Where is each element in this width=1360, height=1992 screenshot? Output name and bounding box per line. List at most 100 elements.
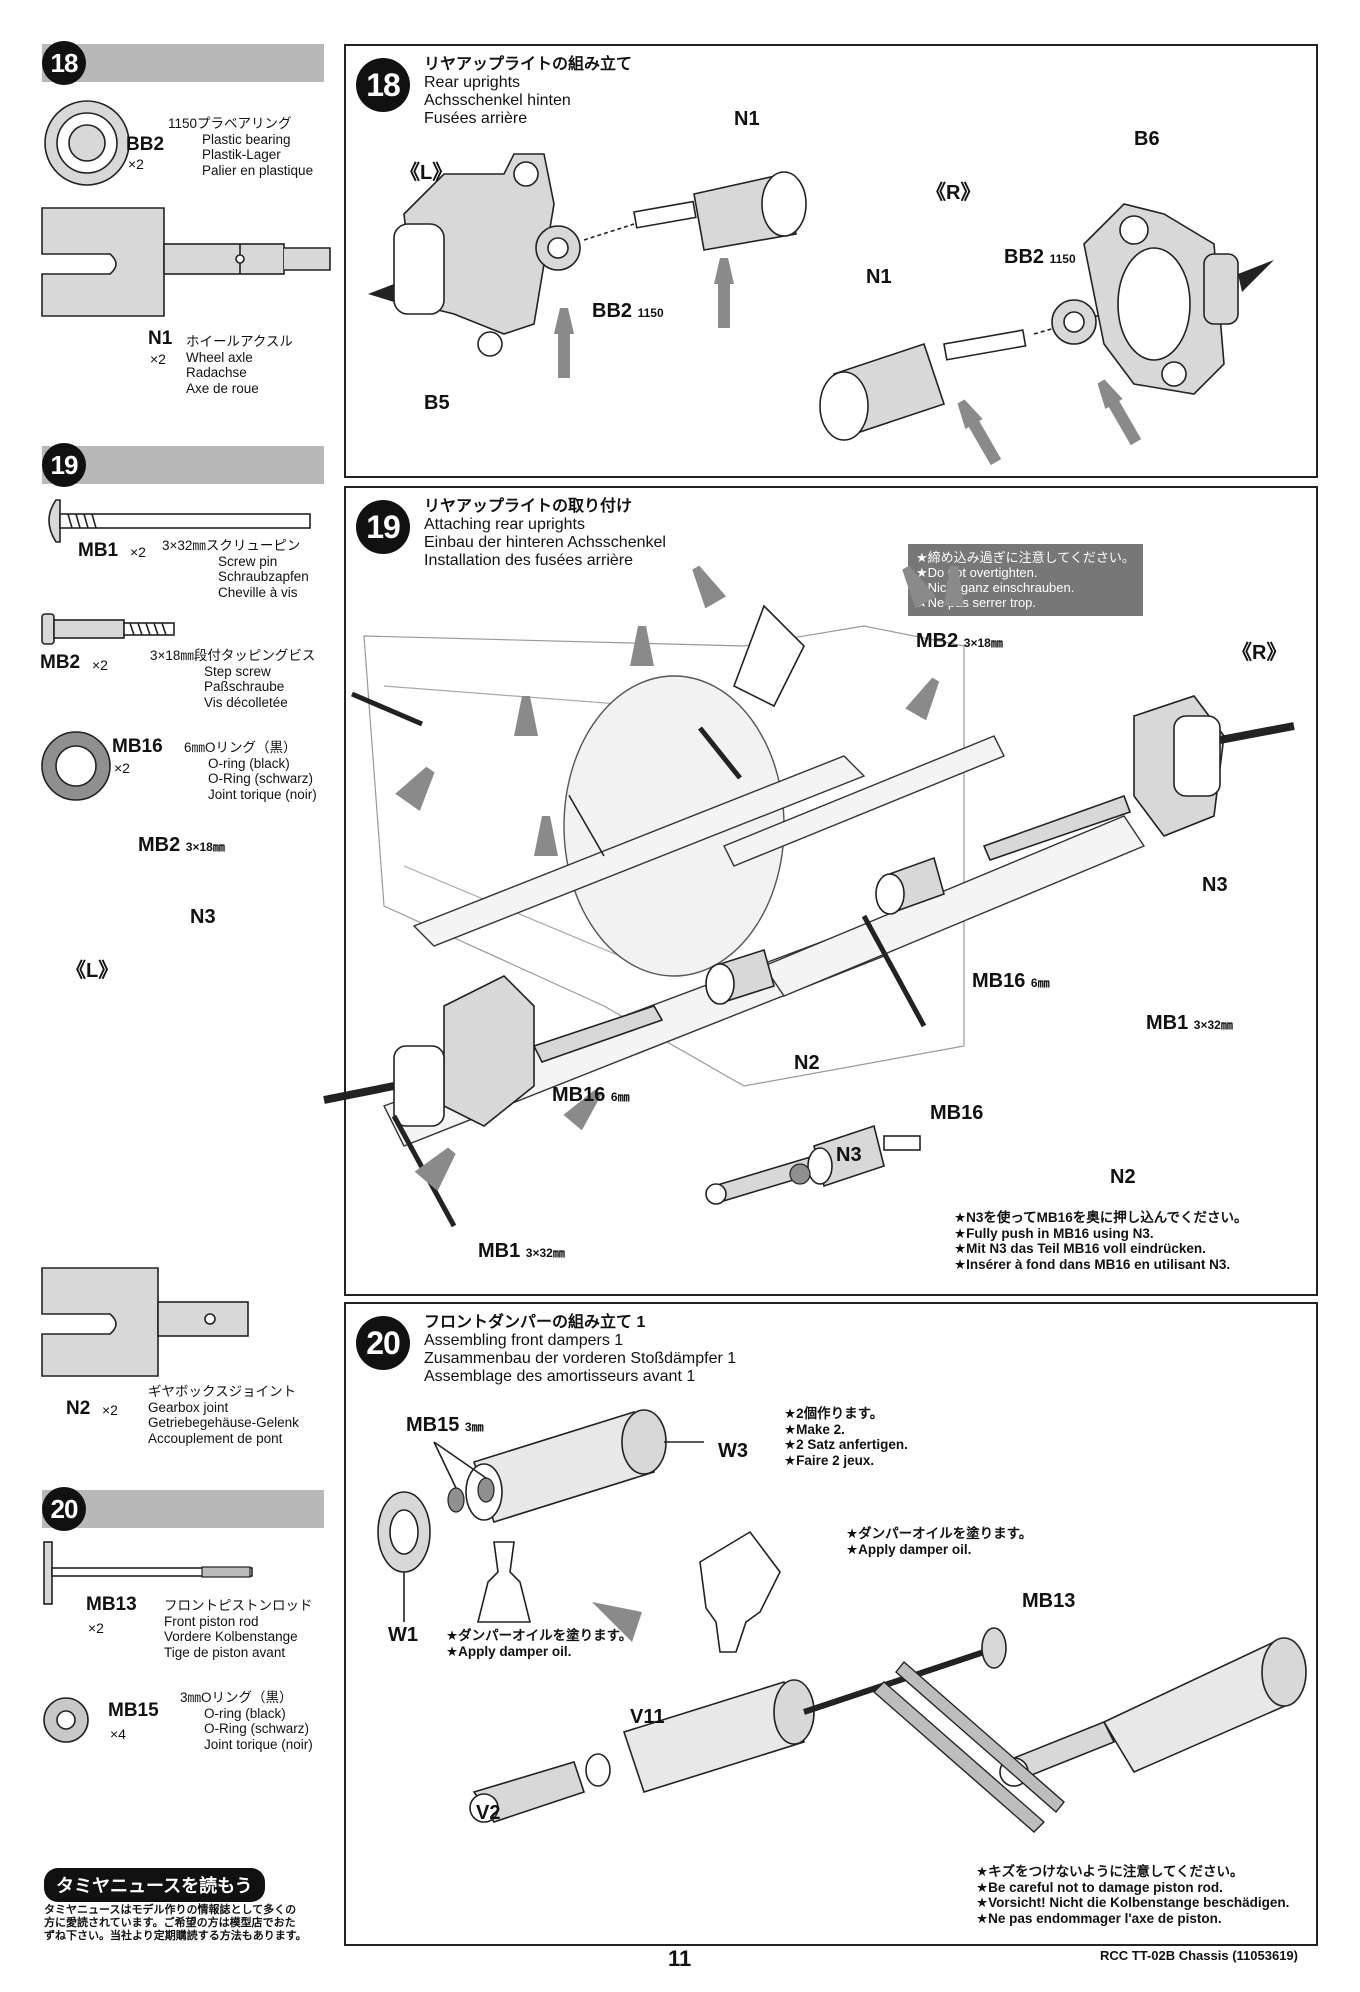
desc-line: 3㎜Oリング（黒）: [180, 1690, 293, 1705]
label-sub: 3×18㎜: [963, 636, 1003, 650]
label-n3-detail: N3: [836, 1144, 862, 1166]
label-sub: 6㎜: [1030, 976, 1050, 990]
warning-line: ★締め込み過ぎに注意してください。: [916, 550, 1135, 565]
note-line: ★Fully push in MB16 using N3.: [954, 1225, 1154, 1241]
label-mb2-left: MB2 3×18㎜: [138, 834, 225, 857]
sidebar-step20-number: 20: [42, 1487, 86, 1531]
panel18-step-number: 18: [356, 58, 410, 112]
part-qty-n2: ×2: [102, 1402, 118, 1418]
label-sub: 3×18㎜: [185, 840, 225, 854]
part-code-n1: N1: [148, 328, 173, 349]
desc-line: Paßschraube: [204, 679, 285, 694]
note-line: ★2個作ります。: [784, 1406, 884, 1421]
o-ring-mb15-illustration: [43, 1697, 89, 1743]
title-line: Einbau der hinteren Achsschenkel: [424, 534, 666, 551]
desc-line: Gearbox joint: [148, 1399, 229, 1415]
oil-note-left: ★ダンパーオイルを塗ります。 ★Apply damper oil.: [446, 1628, 632, 1659]
label-n2-center: N2: [794, 1052, 820, 1074]
part-qty-bb2: ×2: [128, 156, 144, 172]
label-sub: 3×32㎜: [1193, 1018, 1233, 1032]
model-footer: RCC TT-02B Chassis (11053619): [1100, 1948, 1298, 1963]
part-desc-mb2: 3×18㎜段付タッピングビス Step screw Paßschraube Vi…: [150, 648, 315, 710]
desc-line: 6㎜Oリング（黒）: [184, 740, 297, 755]
label-v2: V2: [476, 1802, 501, 1824]
label-right-side: 《R》: [926, 182, 981, 204]
oil-note-top: ★ダンパーオイルを塗ります。 ★Apply damper oil.: [846, 1526, 1032, 1557]
label-n2-detail: N2: [1110, 1166, 1136, 1188]
label-mb16-center: MB16 6㎜: [552, 1084, 630, 1107]
title-line: Assembling front dampers 1: [424, 1332, 624, 1349]
panel19-title: リヤアップライトの取り付け Attaching rear uprights Ei…: [424, 498, 666, 570]
desc-line: Plastik-Lager: [202, 147, 281, 162]
bearing-bb2-illustration: [44, 100, 130, 186]
panel-step20: [344, 1302, 1318, 1946]
part-desc-bb2: 1150プラベアリング Plastic bearing Plastik-Lage…: [168, 116, 313, 178]
part-code-mb1: MB1: [78, 540, 119, 561]
note-line: ★キズをつけないように注意してください。: [976, 1864, 1244, 1879]
note-line: ★Apply damper oil.: [446, 1643, 572, 1659]
label-sub: 1150: [637, 306, 664, 320]
note-line: ★2 Satz anfertigen.: [784, 1437, 908, 1452]
news-line: ずね下さい。当社より定期購読する方法もあります。: [44, 1930, 307, 1942]
label-text: MB2: [138, 834, 181, 856]
label-left-side: 《L》: [400, 162, 453, 184]
title-line: Attaching rear uprights: [424, 516, 585, 533]
label-text: MB15: [406, 1414, 460, 1436]
desc-line: フロントピストンロッド: [164, 1598, 313, 1613]
title-line: Rear uprights: [424, 74, 521, 91]
part-qty-mb13: ×2: [88, 1620, 104, 1636]
label-w3: W3: [718, 1440, 748, 1462]
sidebar-step18-header: [42, 44, 324, 82]
desc-line: 3×32㎜スクリューピン: [162, 538, 301, 553]
label-mb15: MB15 3㎜: [406, 1414, 484, 1437]
label-n1-left: N1: [734, 108, 760, 130]
part-desc-mb13: フロントピストンロッド Front piston rod Vordere Kol…: [164, 1598, 313, 1660]
tamiya-news-text: タミヤニュースはモデル作りの情報誌として多くの 方に愛読されています。ご希望の方…: [44, 1904, 307, 1943]
title-line: Achsschenkel hinten: [424, 92, 571, 109]
label-sub: 1150: [1049, 252, 1076, 266]
label-mb16-detail: MB16: [930, 1102, 984, 1124]
label-text: BB2: [592, 300, 633, 322]
panel18-title: リヤアップライトの組み立て Rear uprights Achsschenkel…: [424, 56, 632, 128]
label-sub: 3㎜: [464, 1420, 484, 1434]
desc-line: O-Ring (schwarz): [204, 1721, 310, 1736]
desc-line: ギヤボックスジョイント: [148, 1384, 297, 1399]
part-code-mb13: MB13: [86, 1594, 137, 1615]
desc-line: O-ring (black): [208, 755, 290, 771]
desc-line: Screw pin: [218, 553, 278, 569]
desc-line: 3×18㎜段付タッピングビス: [150, 648, 316, 663]
label-text: MB1: [478, 1240, 521, 1262]
panel18-diagram: [368, 153, 1274, 466]
note-line: ★Be careful not to damage piston rod.: [976, 1879, 1223, 1895]
label-text: MB16: [552, 1084, 606, 1106]
part-desc-mb1: 3×32㎜スクリューピン Screw pin Schraubzapfen Che…: [162, 538, 309, 600]
gearbox-joint-n2-illustration: [41, 1267, 249, 1377]
panel20-diagram: [377, 1409, 1307, 1833]
label-text: MB16: [972, 970, 1026, 992]
piston-rod-mb13-illustration: [43, 1541, 253, 1605]
part-code-mb15: MB15: [108, 1700, 159, 1721]
part-qty-mb15: ×4: [110, 1726, 126, 1742]
part-qty-n1: ×2: [150, 351, 166, 367]
sidebar-step20-header: [42, 1490, 324, 1528]
note-line: ★Apply damper oil.: [846, 1541, 972, 1557]
label-n3-left: N3: [190, 906, 216, 928]
label-mb16-right: MB16 6㎜: [972, 970, 1050, 993]
panel19-diagram: [323, 565, 1295, 1228]
desc-line: O-ring (black): [204, 1705, 286, 1721]
label-bb2-left: BB2 1150: [592, 300, 664, 323]
desc-line: Vis décolletée: [204, 694, 288, 710]
desc-line: Step screw: [204, 663, 271, 679]
label-mb1-left: MB1 3×32㎜: [478, 1240, 565, 1263]
note-line: ★N3を使ってMB16を奥に押し込んでください。: [954, 1210, 1248, 1225]
note-line: ★Mit N3 das Teil MB16 voll eindrücken.: [954, 1241, 1206, 1256]
desc-line: Joint torique (noir): [204, 1736, 313, 1752]
desc-line: O-Ring (schwarz): [208, 771, 314, 786]
title-line: Fusées arrière: [424, 110, 528, 127]
news-line: タミヤニュースはモデル作りの情報誌として多くの: [44, 1904, 297, 1916]
label-text: MB2: [916, 630, 959, 652]
page-number: 11: [668, 1946, 692, 1971]
desc-line: Axe de roue: [186, 380, 259, 396]
label-v11: V11: [630, 1706, 665, 1728]
desc-line: Vordere Kolbenstange: [164, 1629, 298, 1644]
